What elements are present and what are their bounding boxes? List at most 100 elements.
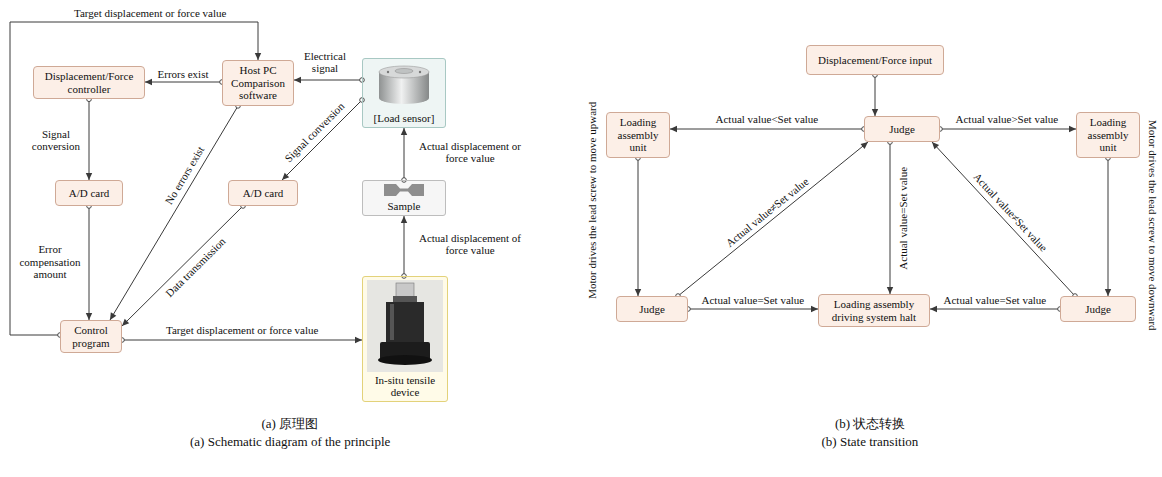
edge-label: Electrical signal [297, 50, 353, 75]
arrowhead [294, 77, 301, 83]
edge-label: Data transmission [162, 233, 230, 301]
arrowhead [401, 128, 407, 135]
device-panel [362, 276, 448, 402]
box-text: Displacement/Force controller [38, 70, 140, 95]
connector-line [688, 309, 818, 310]
box-text: Loading assembly unit [611, 116, 665, 154]
connector-line [404, 128, 405, 180]
process-box: Judge [1060, 296, 1136, 322]
edge-label: Actual displacement of force value [413, 232, 527, 257]
connector-line [1108, 158, 1109, 296]
box-text: Judge [889, 123, 915, 136]
load-sensor-image [379, 66, 429, 104]
connector [294, 77, 364, 83]
connector [676, 142, 868, 298]
edge-label: No errors exist [162, 143, 208, 209]
arrowhead [255, 53, 261, 60]
connector [887, 140, 893, 294]
arrowhead [1069, 126, 1076, 132]
connector-line [930, 309, 1060, 310]
edge-label: Actual value>Set value [954, 113, 1061, 126]
figure-box: Sample [362, 180, 446, 216]
connector [120, 337, 362, 343]
edge-label: Actual value<Set value [714, 113, 821, 126]
connector-line [89, 99, 90, 180]
sample-panel [362, 180, 446, 216]
connector-line [932, 142, 1075, 296]
connector [938, 126, 1076, 132]
figure-caption: (a) 原理图 [260, 417, 321, 432]
connector [110, 104, 240, 320]
figure-caption: (b) State transition [820, 435, 921, 450]
connector [401, 216, 407, 278]
connector-line [670, 129, 864, 130]
connector-line [122, 340, 362, 341]
dogbone-sample [384, 184, 424, 196]
connector-line [110, 106, 238, 320]
edge-label: Actual value=Set value [942, 294, 1049, 307]
process-box: Loading assembly driving system halt [818, 294, 930, 327]
edge-label: Actual value=Set value [897, 164, 910, 271]
edge-label: Errors exist [156, 68, 211, 81]
arrowhead [282, 173, 289, 180]
process-box: Displacement/Force controller [33, 66, 145, 99]
arrowhead [86, 173, 92, 180]
arrowhead [145, 79, 152, 85]
figure-caption: (a) Schematic diagram of the principle [188, 435, 392, 450]
process-box: Judge [616, 296, 688, 322]
arrowhead [635, 289, 641, 296]
box-text: Judge [1085, 303, 1111, 316]
connector-line [145, 82, 222, 83]
connector-line [122, 206, 243, 326]
annotation-text: Motor drives the lead screw to move down… [1146, 118, 1159, 332]
box-text: A/D card [243, 187, 284, 200]
edge-label: Error compensation amount [13, 243, 87, 281]
process-box: Judge [864, 116, 940, 142]
arrowhead [355, 337, 362, 343]
box-text: A/D card [69, 187, 110, 200]
box-text: Loading assembly unit [1081, 116, 1135, 154]
connector [1105, 156, 1111, 296]
connector-line [10, 22, 258, 335]
connector [401, 128, 407, 182]
box-text: Loading assembly driving system halt [823, 298, 925, 323]
connector [932, 142, 1077, 298]
arrowhead [930, 306, 937, 312]
box-text: In-situ tensile device [367, 374, 443, 399]
arrowhead [401, 216, 407, 223]
box-text: Control program [65, 324, 117, 349]
process-box: A/D card [228, 180, 298, 206]
arrowhead [811, 306, 818, 312]
process-box: Loading assembly unit [606, 112, 670, 158]
edge-label: Actual value≠Set value [969, 169, 1051, 256]
arrowhead [1105, 289, 1111, 296]
arrowhead [861, 142, 868, 149]
sensor-panel [362, 58, 446, 128]
connector-line [404, 216, 405, 276]
arrowhead [932, 142, 939, 149]
connector-line [678, 142, 868, 296]
figure-box: In-situ tensile device [362, 276, 448, 402]
connector [930, 306, 1062, 312]
figure-caption: (b) 状态转换 [833, 417, 907, 432]
edge-label: Target displacement or force value [72, 7, 228, 20]
tensile-device-image [367, 280, 443, 372]
box-text: Host PC Comparison software [227, 64, 289, 102]
arrowhead [670, 126, 677, 132]
connector-line [890, 142, 891, 294]
connector [670, 126, 866, 132]
connector-line [89, 206, 90, 320]
connector [635, 156, 641, 296]
edge-label: Actual value≠Set value [722, 173, 813, 250]
edge-label: Actual value=Set value [700, 294, 807, 307]
arrowhead [110, 312, 116, 320]
box-text: Sample [388, 200, 421, 213]
connector [122, 204, 245, 326]
connector [282, 98, 364, 180]
connector [872, 73, 878, 116]
edge-label: Signal conversion [25, 128, 87, 153]
connector-line [282, 100, 362, 180]
connector-line [294, 80, 362, 81]
box-text: Displacement/Force input [818, 54, 932, 67]
process-box: Control program [60, 320, 122, 353]
